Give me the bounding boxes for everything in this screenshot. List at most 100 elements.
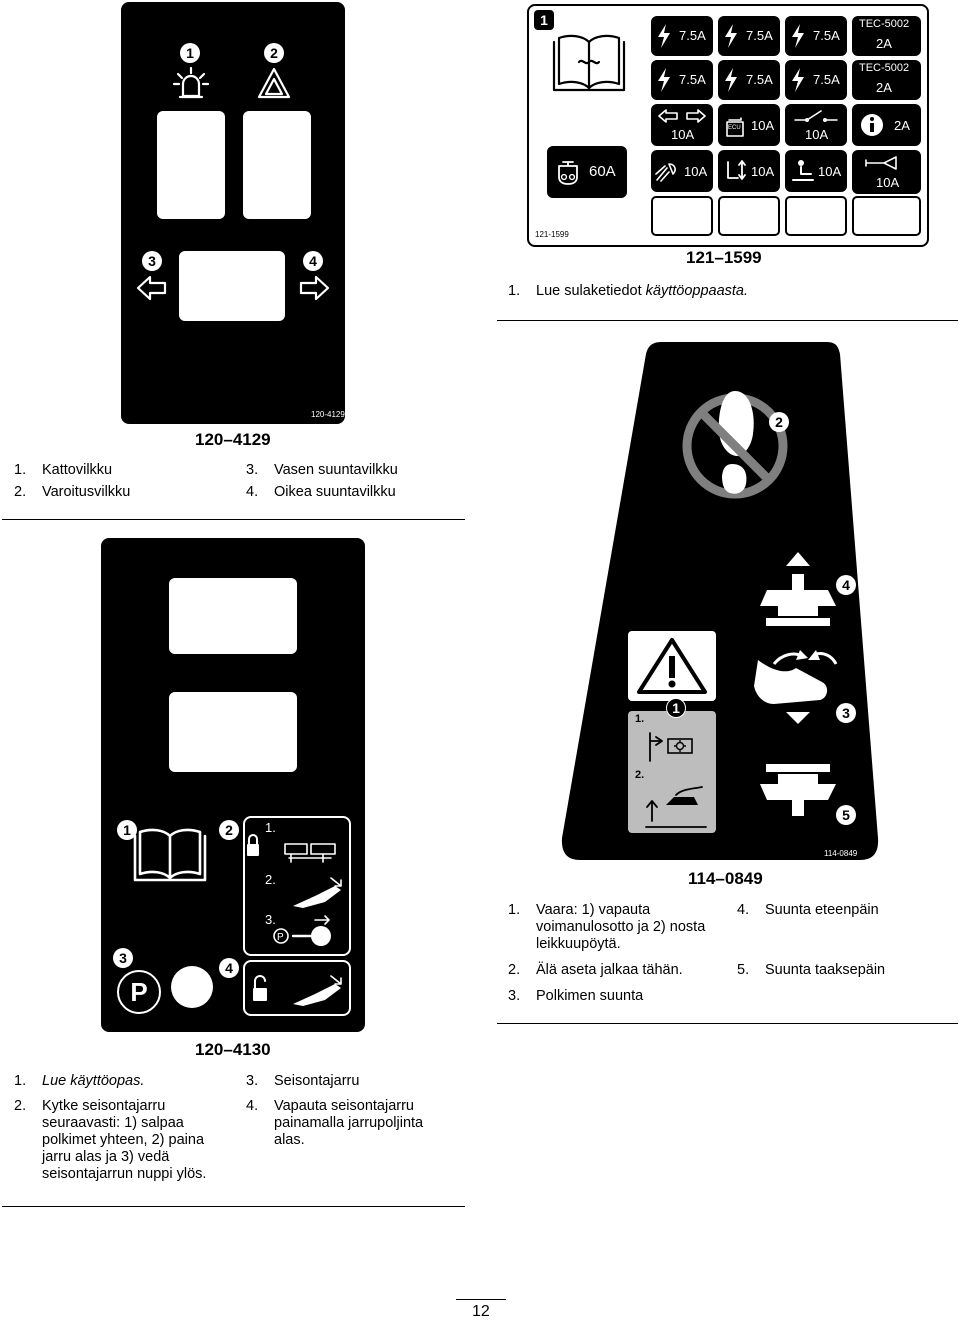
decal-code: 121-1599 — [535, 230, 569, 239]
warning-triangle-icon — [637, 638, 707, 694]
pull-knob-icon: P — [273, 915, 331, 946]
tec-amp: 2A — [876, 80, 892, 95]
fuse-value: 2A — [894, 118, 910, 133]
legend-num: 3. — [508, 988, 521, 1004]
tec-name: TEC-5002 — [859, 62, 910, 74]
divider — [2, 1206, 465, 1207]
legend-text: Polkimen suunta — [536, 988, 644, 1004]
page-number-rule — [456, 1299, 506, 1300]
callout-1: 1 — [666, 698, 686, 718]
power-icon — [658, 68, 670, 92]
knob-circle — [171, 966, 213, 1008]
legend-num: 2. — [508, 962, 521, 978]
callout-2: 2 — [264, 43, 284, 63]
turn-signal-icon — [658, 109, 706, 123]
engine-icon — [558, 161, 578, 185]
seat-switch-icon — [727, 160, 746, 180]
fuse-7-5a: 7.5A — [785, 60, 847, 100]
decal-121-1599: 1 7.5A 7.5A 7.5A TEC-5002 2A 7.5A 7.5A 7… — [527, 4, 929, 247]
fuse-value: 10A — [684, 164, 708, 179]
legend-num: 5. — [737, 962, 750, 978]
fuse-value: 7.5A — [813, 72, 840, 87]
info-icon — [861, 114, 883, 136]
legend-num: 2. — [14, 1098, 27, 1114]
engine-ecu-icon — [726, 117, 744, 137]
divider — [2, 519, 465, 520]
decal-code: 120-4130 — [328, 1019, 362, 1028]
legend-num: 4. — [737, 902, 750, 918]
tec-amp: 2A — [876, 36, 892, 51]
legend-text: Kytke seisontajarru seuraavasti: 1) salp… — [42, 1098, 207, 1182]
callout-4: 4 — [303, 251, 323, 271]
legend-num: 4. — [246, 484, 259, 500]
legend-text: Oikea suuntavilkku — [274, 484, 396, 500]
legend-text: Vasen suuntavilkku — [274, 462, 398, 478]
fuse-horn: 10A — [852, 150, 921, 194]
warning-box — [628, 631, 716, 701]
legend-text: Lue käyttöopas. — [42, 1073, 145, 1089]
fuse-value: 7.5A — [746, 28, 773, 43]
legend-text: Varoitusvilkku — [42, 484, 131, 500]
fuse-turn-signal: 10A — [651, 104, 713, 146]
callout-5: 5 — [836, 805, 856, 825]
parking-letter: P — [130, 977, 148, 1007]
callout-2: 2 — [219, 820, 239, 840]
deck-raise-icon — [645, 786, 707, 828]
fuse-7-5a: 7.5A — [718, 60, 780, 100]
callout-3: 3 — [113, 948, 133, 968]
horn-icon — [865, 156, 897, 170]
arrow-right-icon — [299, 275, 330, 301]
legend-text: Seisontajarru — [274, 1073, 360, 1089]
fuse-work-light: 10A — [651, 150, 713, 192]
decal-code: 120-4129 — [311, 410, 345, 419]
tec-module: TEC-5002 2A — [852, 16, 921, 56]
switch-icon — [794, 110, 838, 122]
legend-text: Älä aseta jalkaa tähän. — [536, 962, 683, 978]
decal-title-121-1599: 121–1599 — [686, 248, 762, 267]
tec-module: TEC-5002 2A — [852, 60, 921, 100]
fuse-value: 60A — [589, 163, 616, 180]
decal-title-114-0849: 114–0849 — [688, 869, 763, 888]
fuse-value: 7.5A — [679, 72, 706, 87]
ecu-label: ECU — [728, 125, 741, 131]
press-pedal-icon — [293, 975, 342, 1006]
fuse-seat: 10A — [718, 150, 780, 192]
legend-text: Vapauta seisontajarru painamalla jarrupo… — [274, 1098, 424, 1148]
decal-120-4129: 1 2 3 4 120-4129 — [121, 2, 345, 424]
fuse-value: 7.5A — [813, 28, 840, 43]
switch-window-2 — [243, 111, 311, 219]
fuse-info: 2A — [852, 104, 921, 146]
legend-num: 1. — [508, 283, 521, 299]
callout-1: 1 — [180, 43, 200, 63]
fuse-7-5a: 7.5A — [785, 16, 847, 56]
callout-1: 1 — [117, 820, 137, 840]
callout-1: 1 — [534, 10, 554, 30]
decal-120-4130: 1 2 3 4 1. 2. 3. P P — [101, 538, 365, 1032]
press-pedal-icon — [293, 877, 342, 908]
power-icon — [725, 68, 737, 92]
switch-window-2 — [169, 692, 297, 772]
divider — [497, 1023, 958, 1024]
fuse-value: 10A — [751, 118, 775, 133]
legend-text: Suunta eteenpäin — [765, 902, 879, 918]
decal-code: 114-0849 — [824, 849, 858, 858]
fuse-value: 10A — [751, 164, 775, 179]
fuse-value: 10A — [818, 164, 842, 179]
legend-text: Suunta taaksepäin — [765, 962, 886, 978]
work-light-icon — [655, 163, 676, 182]
empty-fuse-slot — [785, 196, 847, 236]
fuse-ecu: ECU 10A — [718, 104, 780, 146]
instruction-box: 1. 2. — [628, 711, 716, 833]
svg-text:P: P — [277, 932, 284, 943]
legend-num: 3. — [246, 462, 259, 478]
beacon-light-icon — [172, 66, 210, 99]
legend-num: 3. — [246, 1073, 259, 1089]
operator-manual-icon — [552, 34, 626, 92]
power-icon — [725, 24, 737, 48]
switch-window-3 — [179, 251, 285, 321]
fuse-switch: 10A — [785, 104, 847, 146]
fuse-value: 7.5A — [679, 28, 706, 43]
callout-4: 4 — [836, 575, 856, 595]
decal-title-120-4130: 120–4130 — [195, 1040, 271, 1059]
pedal-lock-icon — [247, 834, 336, 863]
